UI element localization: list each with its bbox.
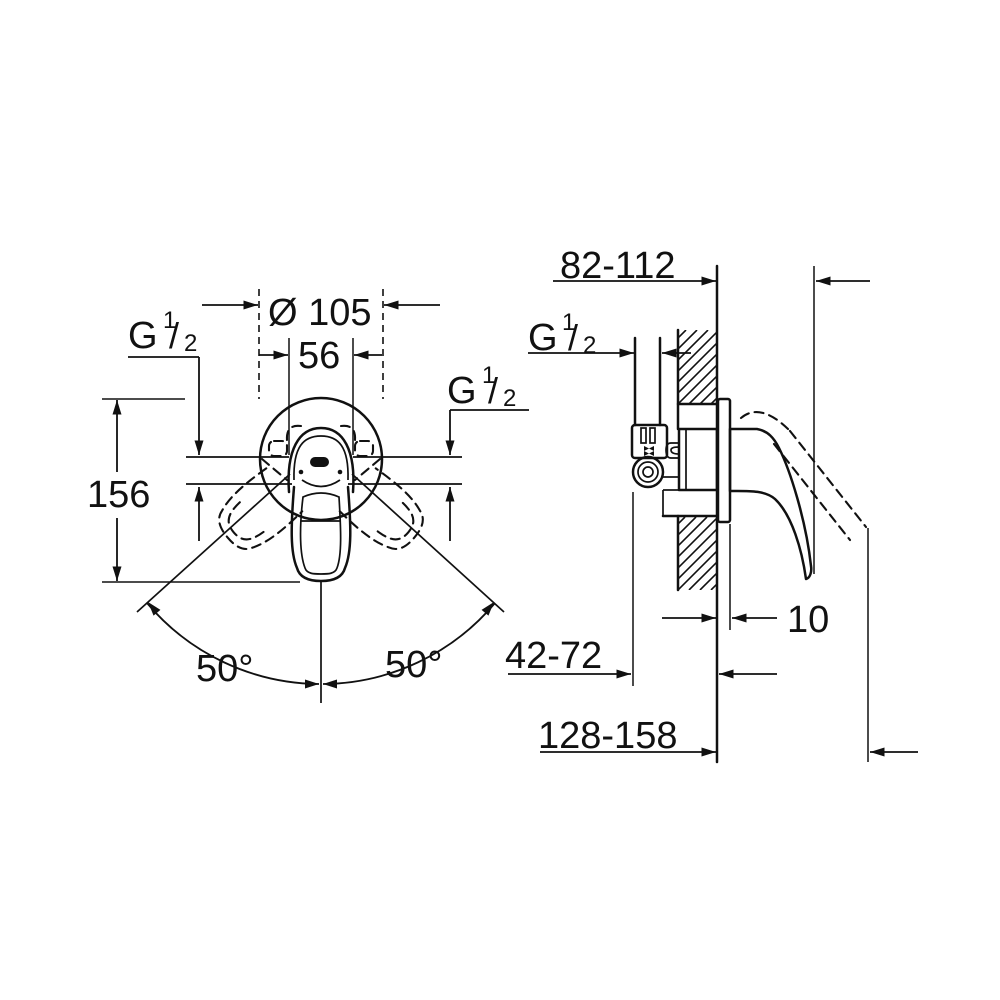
thread-callout-front-left: G 1 / 2 <box>128 307 204 541</box>
thread-slash: / <box>488 370 498 411</box>
wall-section <box>661 264 719 764</box>
lever-raised-top-dashed <box>788 429 868 529</box>
thread-denominator: 2 <box>184 330 197 357</box>
side-view: 82-112 G 1 / 2 10 42-72 <box>505 245 918 764</box>
thread-letter: G <box>447 370 477 412</box>
valve-body <box>677 427 719 492</box>
dim-diameter: Ø 105 <box>202 289 440 399</box>
dim-overall-depth-label: 128-158 <box>538 715 677 757</box>
lever-logo-pill <box>310 457 329 467</box>
cap-side-tab-right-dashed <box>353 439 375 458</box>
lever-dot-left <box>298 469 304 475</box>
elbow-slot-right <box>649 427 656 444</box>
dim-escutcheon-thickness: 10 <box>662 599 829 641</box>
mounting-bracket <box>665 442 680 459</box>
front-view: Ø 105 56 156 G 1 / 2 <box>87 289 529 703</box>
rotated-edge-right-dashed <box>353 457 382 482</box>
thread-numerator: 1 <box>482 362 495 389</box>
rotated-edge-left-dashed <box>260 457 289 482</box>
dim-swing-angle-left-label: 50° <box>196 648 253 690</box>
union-nut-outer <box>631 455 665 489</box>
thread-callout-front-right: G 1 / 2 <box>445 362 529 541</box>
thread-slash: / <box>169 315 179 356</box>
elbow-valve-symbol <box>644 446 654 456</box>
dim-cartridge-width-label: 56 <box>298 335 340 377</box>
dim-supply-depth-label: 42-72 <box>505 635 602 677</box>
dim-installation-depth-label: 82-112 <box>560 245 676 287</box>
dim-supply-depth: 42-72 <box>505 635 777 679</box>
thread-letter: G <box>528 317 558 359</box>
lever-raised-hub-dashed <box>739 411 790 431</box>
wall-hatch-lower <box>678 517 717 590</box>
inlet-reference-lines <box>186 456 462 485</box>
lever-cap-inner-line <box>293 435 349 481</box>
wall-hatch-upper <box>678 330 717 404</box>
dim-overall-height-label: 156 <box>87 474 150 516</box>
union-nut-mid <box>637 461 659 483</box>
thread-denominator: 2 <box>503 385 516 412</box>
dim-swing-angle-right-label: 50° <box>385 644 442 686</box>
thread-numerator: 1 <box>163 307 176 334</box>
supply-assembly <box>630 336 680 489</box>
swing-angle-arcs <box>146 602 496 689</box>
lever-smile-line <box>301 479 341 488</box>
lever-grip-inner <box>299 492 342 575</box>
dim-escutcheon-thickness-label: 10 <box>787 599 829 641</box>
dim-overall-depth: 128-158 <box>538 715 918 757</box>
swing-line-left <box>136 473 291 613</box>
swing-line-right <box>351 473 505 613</box>
thread-slash: / <box>568 317 578 358</box>
lever-raised-bottom-dashed <box>772 442 852 542</box>
thread-denominator: 2 <box>583 332 596 359</box>
elbow-slot-left <box>640 427 647 444</box>
dim-diameter-label: Ø 105 <box>268 292 372 334</box>
cap-side-tab-left-dashed <box>267 439 289 458</box>
dim-overall-height: 156 <box>87 398 300 583</box>
escutcheon-plate-profile <box>716 397 732 524</box>
thread-callout-side: G 1 / 2 <box>528 309 691 359</box>
cap-ear-right-dashed <box>339 424 357 442</box>
dim-cartridge-width: 56 <box>259 335 382 455</box>
valve-and-handle <box>677 397 868 581</box>
lever-dot-right <box>337 469 343 475</box>
thread-numerator: 1 <box>562 309 575 336</box>
thread-letter: G <box>128 315 158 357</box>
cap-ear-left-dashed <box>285 424 303 442</box>
escutcheon-circle <box>258 396 384 522</box>
lever-cap-outline <box>287 426 355 494</box>
lever-handle-profile <box>728 427 813 581</box>
dim-installation-depth: 82-112 <box>553 245 870 287</box>
union-nut-inner <box>642 466 654 478</box>
